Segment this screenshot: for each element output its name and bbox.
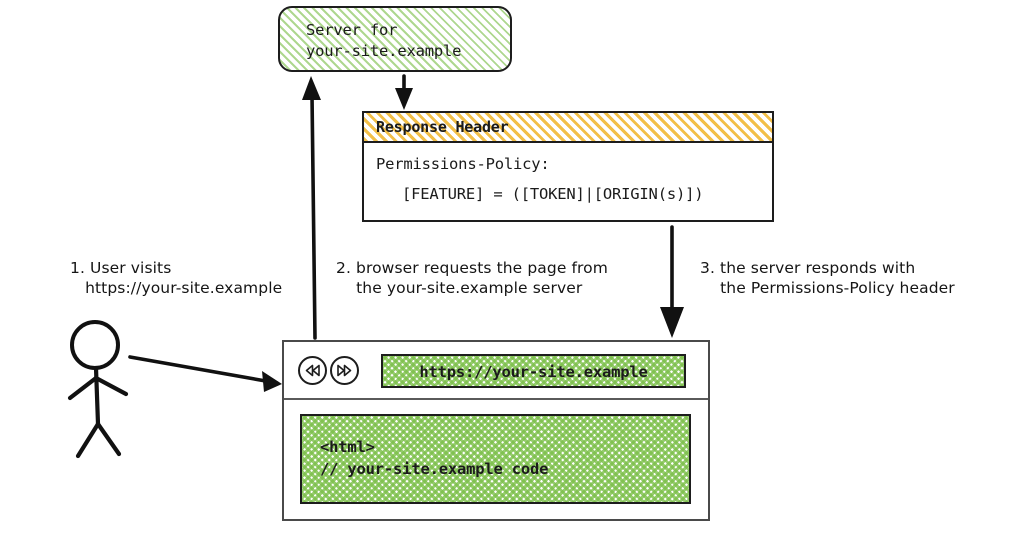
browser-toolbar: https://your-site.example xyxy=(284,342,708,400)
response-header-body: Permissions-Policy: [FEATURE] = ([TOKEN]… xyxy=(364,143,772,220)
browser-url-bar[interactable]: https://your-site.example xyxy=(381,354,686,388)
caption-step-1-line-2: https://your-site.example xyxy=(70,279,283,297)
stick-figure-icon xyxy=(67,320,129,459)
arrow-server-to-response-header xyxy=(395,74,413,110)
caption-step-3-line-1: 3. the server responds with xyxy=(700,259,916,277)
rewind-icon xyxy=(300,358,325,383)
arrow-browser-to-server xyxy=(302,76,321,340)
response-header-box: Response Header Permissions-Policy: [FEA… xyxy=(362,111,774,222)
fast-forward-icon xyxy=(332,358,357,383)
response-header-title-band: Response Header xyxy=(364,113,772,143)
browser-back-button[interactable] xyxy=(298,356,327,385)
page-code-block: <html> // your-site.example code xyxy=(300,414,691,504)
browser-forward-button[interactable] xyxy=(330,356,359,385)
arrow-response-header-to-browser xyxy=(660,225,684,338)
server-label-line-1: Server for xyxy=(306,21,398,39)
browser-window: https://your-site.example <html> // your… xyxy=(282,340,710,521)
response-header-line-2: [FEATURE] = ([TOKEN]|[ORIGIN(s)]) xyxy=(402,185,704,203)
response-header-title: Response Header xyxy=(376,118,509,136)
browser-url-text: https://your-site.example xyxy=(419,363,648,381)
arrow-user-to-browser xyxy=(128,355,282,392)
caption-step-3: 3. the server responds with the Permissi… xyxy=(700,258,955,298)
caption-step-1: 1. User visits https://your-site.example xyxy=(70,258,282,298)
code-line-2: // your-site.example code xyxy=(320,460,549,478)
caption-step-2-line-1: 2. browser requests the page from xyxy=(336,259,608,277)
caption-step-3-line-2: the Permissions-Policy header xyxy=(700,279,955,297)
caption-step-1-line-1: 1. User visits xyxy=(70,259,172,277)
caption-step-2: 2. browser requests the page from the yo… xyxy=(336,258,608,298)
response-header-line-1: Permissions-Policy: xyxy=(376,155,550,173)
code-line-1: <html> xyxy=(320,438,375,456)
server-label: Server for your-site.example xyxy=(306,20,461,62)
server-label-line-2: your-site.example xyxy=(306,42,462,60)
caption-step-2-line-2: the your-site.example server xyxy=(336,279,583,297)
browser-viewport: <html> // your-site.example code xyxy=(284,400,708,519)
server-box: Server for your-site.example xyxy=(278,6,512,72)
